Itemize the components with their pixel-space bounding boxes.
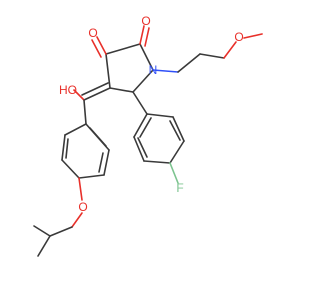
hydroxy-group: HO — [59, 83, 77, 97]
isobutoxy-chain — [33, 177, 83, 257]
pyrrolidine-ring — [105, 43, 154, 93]
nitrogen-atom: N — [149, 63, 158, 77]
methoxypropyl-chain — [152, 33, 263, 73]
molecule-structure: O O N O HO O F — [33, 14, 263, 257]
fluorine-atom: F — [176, 181, 183, 195]
oxygen-carbonyl-left: O — [88, 26, 97, 40]
oxygen-ether: O — [78, 200, 87, 214]
fluorophenyl-ring — [132, 91, 185, 184]
atom-labels: O O N O HO O F — [59, 14, 244, 214]
carbonyl-bonds — [91, 25, 150, 58]
oxygen-carbonyl-top: O — [141, 14, 150, 28]
hydroxymethylidene — [73, 82, 111, 125]
isobutoxyphenyl-ring — [61, 123, 110, 179]
oxygen-methoxy: O — [234, 30, 243, 44]
